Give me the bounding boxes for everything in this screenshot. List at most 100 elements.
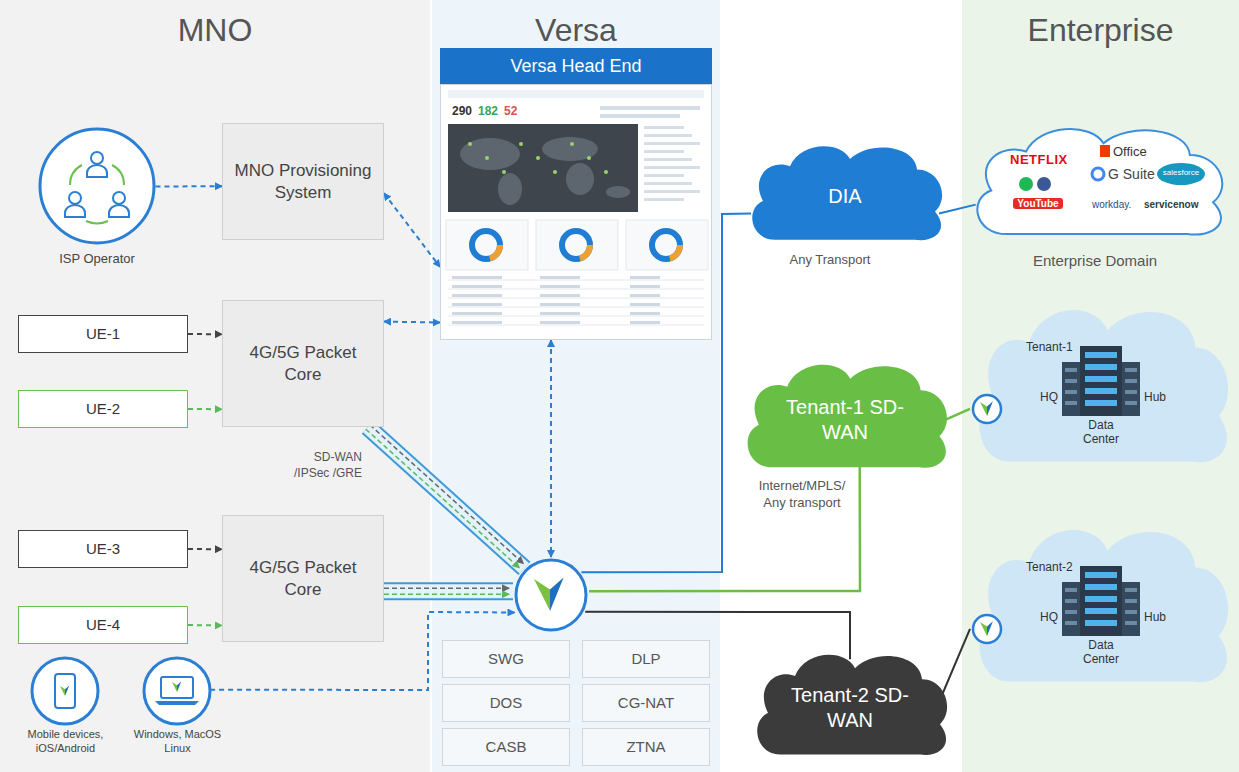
node-text: DLP xyxy=(631,650,660,669)
process-box: CG-NAT xyxy=(582,684,710,722)
cloud-text: Data Center xyxy=(1076,418,1126,446)
text-holder: Mobile devices, iOS/Android xyxy=(18,728,113,756)
node-text: UE-1 xyxy=(86,325,120,344)
connector xyxy=(188,549,222,550)
dashboard-screenshot xyxy=(440,84,712,340)
phone-icon xyxy=(18,655,113,727)
text-holder: Tenant-1 xyxy=(1026,340,1096,354)
text-holder: Internet/MPLS/ Any transport xyxy=(752,478,852,512)
transport-cloud: Tenant-2 SD-WAN xyxy=(750,648,950,760)
cloud-body: Tenant-1 SD-WAN xyxy=(765,379,925,462)
process-box: 4G/5G Packet Core xyxy=(222,300,384,427)
node-text: MNO Provisioning System xyxy=(231,160,375,203)
saas-cloud: NETFLIXOfficeG SuitesalesforceYouTubewor… xyxy=(968,122,1226,240)
spoke-icon xyxy=(970,392,1004,426)
note-label: Enterprise Domain xyxy=(1010,252,1180,269)
text-holder: YouTube xyxy=(1013,198,1063,209)
title-bar: Versa Head End xyxy=(440,48,712,84)
text-holder: Tenant-2 xyxy=(1026,560,1096,574)
text-holder: Versa xyxy=(432,12,720,49)
node-text: 4G/5G Packet Core xyxy=(231,342,375,385)
process-box: MNO Provisioning System xyxy=(222,123,384,240)
tunnel-flow xyxy=(384,587,509,589)
node-text: ZTNA xyxy=(626,738,665,757)
connector xyxy=(942,629,970,695)
note-label: Any Transport xyxy=(770,252,890,267)
node-text: Tenant-1 SD-WAN xyxy=(765,395,925,445)
tunnel-flow xyxy=(384,593,509,595)
process-box: DOS xyxy=(442,684,570,722)
connector xyxy=(384,321,440,323)
head-end-box: Versa Head End xyxy=(440,48,712,340)
node-text: UE-3 xyxy=(86,540,120,559)
tunnel-outline xyxy=(384,582,513,600)
mno-panel: MNOISP OperatorMNO Provisioning SystemUE… xyxy=(0,0,430,772)
versa-ground xyxy=(432,0,720,772)
node-text: Tenant-2 SD-WAN xyxy=(774,683,926,733)
node-text: SWG xyxy=(488,650,524,669)
tunnel-fill xyxy=(384,584,513,598)
versa-hub xyxy=(513,557,589,633)
versa-panel: VersaVersa Head EndSWG DLP DOS CG-NAT CASB ZT… xyxy=(432,0,720,772)
connector-line xyxy=(188,624,222,627)
cloud-body: Tenant-2 SD-WAN xyxy=(774,668,926,749)
cloud-text: G Suite xyxy=(1108,166,1164,182)
node-text: DIA xyxy=(828,184,861,209)
connector xyxy=(589,466,860,591)
icon-caption: ISP Operator xyxy=(32,251,162,267)
saas-logos xyxy=(968,122,1226,240)
process-box: SWG xyxy=(442,640,570,678)
text-holder: Windows, MacOS Linux xyxy=(125,728,230,756)
cloud-text: salesforce xyxy=(1158,168,1204,177)
process-box: ZTNA xyxy=(582,728,710,766)
process-box: UE-4 xyxy=(18,606,188,644)
text-holder: NETFLIX xyxy=(1010,152,1080,167)
note-label: 182 xyxy=(478,104,504,118)
connector xyxy=(939,205,976,214)
spoke-icon xyxy=(970,612,1004,646)
connector-line xyxy=(188,548,222,550)
connector xyxy=(384,193,440,267)
text-holder: 52 xyxy=(504,104,526,118)
connector xyxy=(551,340,552,557)
note-label: Internet/MPLS/ Any transport xyxy=(752,478,852,512)
enterprise-ground xyxy=(962,0,1239,772)
process-box: UE-3 xyxy=(18,530,188,568)
tunnel-flow xyxy=(366,429,520,568)
transport-cloud: DIA xyxy=(745,140,945,245)
connector-line xyxy=(188,408,222,410)
connector-line xyxy=(156,185,223,187)
text-holder: G Suite xyxy=(1108,166,1164,182)
node-text: CASB xyxy=(486,738,527,757)
text-holder: HQ xyxy=(1028,610,1058,624)
text-holder: servicenow xyxy=(1144,199,1208,210)
device-circle: Mobile devices, iOS/Android xyxy=(18,655,113,767)
connector-line xyxy=(384,321,440,324)
text-holder: ISP Operator xyxy=(32,251,162,267)
enterprise-panel: EnterpriseNETFLIX Office G Suitesalesforce… xyxy=(962,0,1239,772)
cloud-text: Tenant-2 xyxy=(1026,560,1096,574)
connector-line xyxy=(550,340,552,557)
cloud-text: servicenow xyxy=(1144,199,1208,210)
connector-line xyxy=(589,466,860,591)
note-label: 52 xyxy=(504,104,526,118)
node-text: Versa Head End xyxy=(510,56,641,77)
note-label: 290 xyxy=(452,104,478,118)
panel-heading: Enterprise xyxy=(962,12,1239,49)
process-box: 4G/5G Packet Core xyxy=(222,515,384,642)
text-holder: salesforce xyxy=(1158,168,1204,177)
text-holder: Data Center xyxy=(1076,418,1126,446)
connector-line xyxy=(942,629,970,695)
cloud-text: Office xyxy=(1113,144,1173,159)
text-holder: Enterprise xyxy=(962,12,1239,49)
tunnel-connector xyxy=(366,425,525,569)
connector xyxy=(156,186,223,187)
text-holder: Office xyxy=(1113,144,1173,159)
text-holder: Enterprise Domain xyxy=(1010,252,1180,269)
text-holder: 290 xyxy=(452,104,478,118)
connector xyxy=(188,625,222,627)
text-holder: 182 xyxy=(478,104,504,118)
cloud-text: HQ xyxy=(1028,610,1058,624)
enterprise-cloud: Tenant-1HQData CenterHub xyxy=(970,300,1232,470)
